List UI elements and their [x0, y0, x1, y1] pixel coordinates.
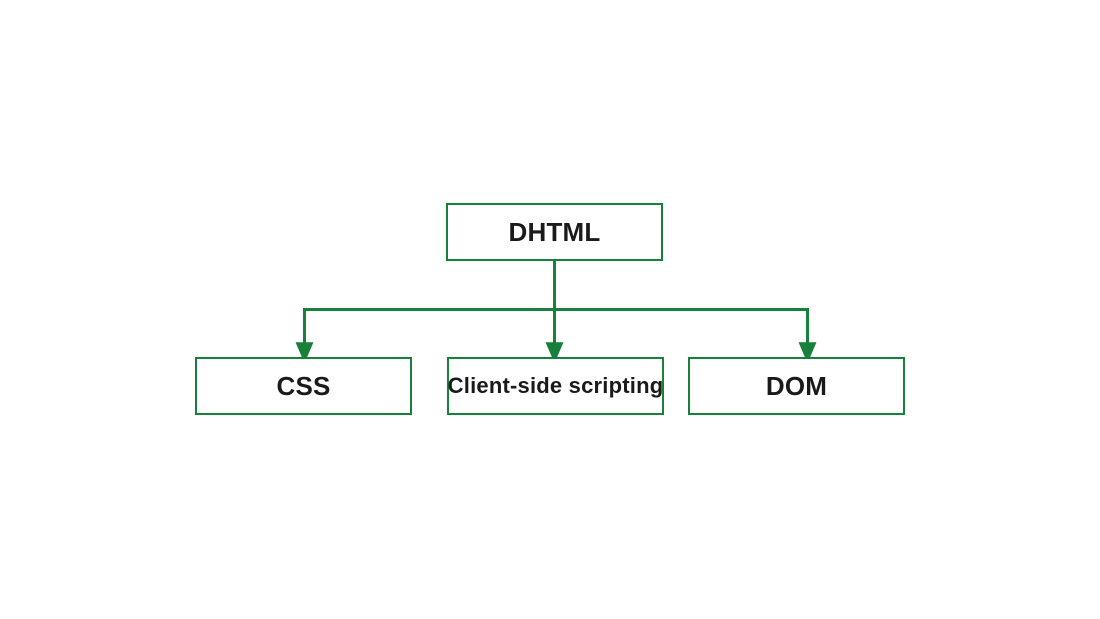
node-css[interactable]: CSS — [195, 357, 412, 415]
node-dhtml-label: DHTML — [508, 216, 601, 247]
node-dom[interactable]: DOM — [688, 357, 905, 415]
node-dom-label: DOM — [765, 370, 828, 401]
node-css-label: CSS — [276, 370, 331, 401]
node-client-side-scripting-label: Client-side scripting — [447, 372, 664, 398]
node-client-side-scripting[interactable]: Client-side scripting — [447, 357, 664, 415]
node-dhtml[interactable]: DHTML — [446, 203, 663, 261]
